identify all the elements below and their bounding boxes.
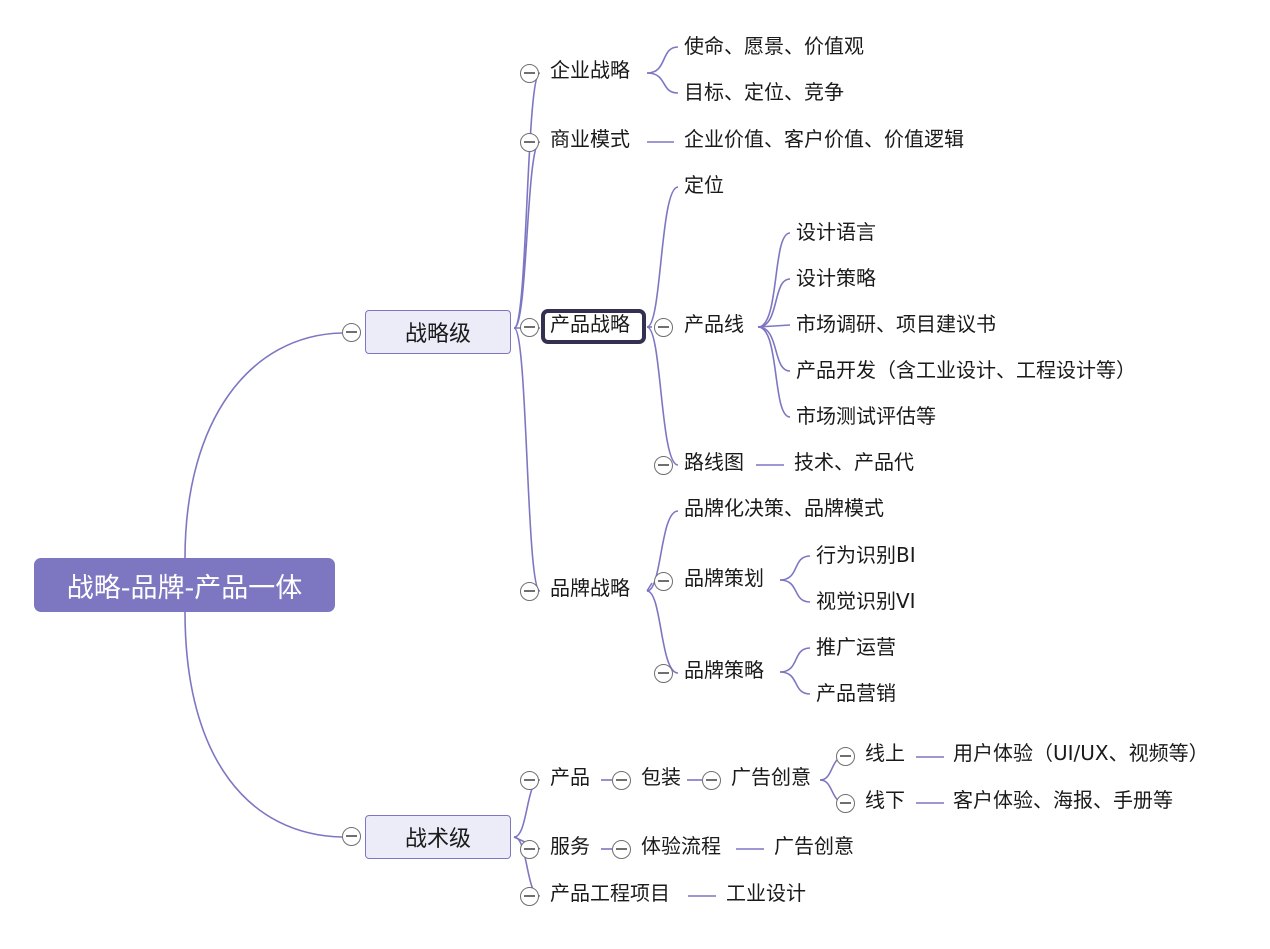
collapse-icon[interactable]: [520, 887, 539, 906]
collapse-icon[interactable]: [342, 827, 361, 846]
topic-brand-planning[interactable]: 品牌策划: [684, 566, 764, 590]
collapse-icon[interactable]: [654, 456, 673, 475]
collapse-icon[interactable]: [342, 323, 361, 342]
collapse-icon[interactable]: [520, 582, 539, 601]
topic-mission-vision-values[interactable]: 使命、愿景、价值观: [684, 34, 864, 58]
collapse-icon[interactable]: [520, 771, 539, 790]
topic-brand-strategy[interactable]: 品牌战略: [550, 576, 630, 600]
topic-service-ad-creative[interactable]: 广告创意: [774, 834, 854, 858]
collapse-icon[interactable]: [654, 664, 673, 683]
topic-market-research[interactable]: 市场调研、项目建议书: [796, 312, 996, 336]
topic-promotion-operations[interactable]: 推广运营: [816, 635, 896, 659]
topic-goal-positioning-competition[interactable]: 目标、定位、竞争: [684, 80, 844, 104]
topic-product-engineering[interactable]: 产品工程项目: [550, 881, 670, 905]
topic-brand-tactics[interactable]: 品牌策略: [684, 658, 764, 682]
topic-ad-creative[interactable]: 广告创意: [731, 765, 811, 789]
collapse-icon[interactable]: [654, 318, 673, 337]
selection-frame: [541, 309, 646, 344]
collapse-icon[interactable]: [520, 64, 539, 83]
topic-user-experience[interactable]: 用户体验（UI/UX、视频等）: [953, 741, 1209, 765]
topic-branding-decision[interactable]: 品牌化决策、品牌模式: [684, 496, 884, 520]
topic-business-model[interactable]: 商业模式: [550, 127, 630, 151]
topic-positioning[interactable]: 定位: [684, 173, 724, 197]
topic-tactical-level[interactable]: 战术级: [365, 815, 511, 859]
topic-behavior-identity[interactable]: 行为识别BI: [816, 543, 916, 567]
topic-product-strategy[interactable]: 产品战略: [550, 312, 630, 336]
topic-experience-flow[interactable]: 体验流程: [641, 834, 721, 858]
collapse-icon[interactable]: [654, 572, 673, 591]
collapse-icon[interactable]: [702, 771, 721, 790]
collapse-icon[interactable]: [836, 794, 855, 813]
topic-product-marketing[interactable]: 产品营销: [816, 681, 896, 705]
topic-packaging[interactable]: 包装: [641, 765, 681, 789]
collapse-icon[interactable]: [520, 840, 539, 859]
topic-value-logic[interactable]: 企业价值、客户价值、价值逻辑: [684, 127, 964, 151]
topic-technology-generation[interactable]: 技术、产品代: [794, 450, 914, 474]
topic-product-development[interactable]: 产品开发（含工业设计、工程设计等）: [796, 358, 1136, 382]
topic-design-strategy[interactable]: 设计策略: [796, 266, 876, 290]
topic-offline[interactable]: 线下: [865, 788, 905, 812]
root-topic[interactable]: 战略-品牌-产品一体: [34, 558, 335, 612]
topic-industrial-design[interactable]: 工业设计: [726, 881, 806, 905]
collapse-icon[interactable]: [836, 747, 855, 766]
topic-product-line[interactable]: 产品线: [684, 312, 744, 336]
topic-online[interactable]: 线上: [865, 741, 905, 765]
topic-roadmap[interactable]: 路线图: [684, 450, 744, 474]
collapse-icon[interactable]: [612, 840, 631, 859]
topic-visual-identity[interactable]: 视觉识别VI: [816, 589, 916, 613]
topic-product[interactable]: 产品: [550, 765, 590, 789]
collapse-icon[interactable]: [520, 318, 539, 337]
topic-design-language[interactable]: 设计语言: [796, 220, 876, 244]
collapse-icon[interactable]: [520, 133, 539, 152]
topic-corporate-strategy[interactable]: 企业战略: [550, 58, 630, 82]
topic-market-testing[interactable]: 市场测试评估等: [796, 404, 936, 428]
topic-customer-experience[interactable]: 客户体验、海报、手册等: [953, 788, 1173, 812]
collapse-icon[interactable]: [612, 771, 631, 790]
topic-service[interactable]: 服务: [550, 834, 590, 858]
topic-strategic-level[interactable]: 战略级: [365, 310, 511, 354]
